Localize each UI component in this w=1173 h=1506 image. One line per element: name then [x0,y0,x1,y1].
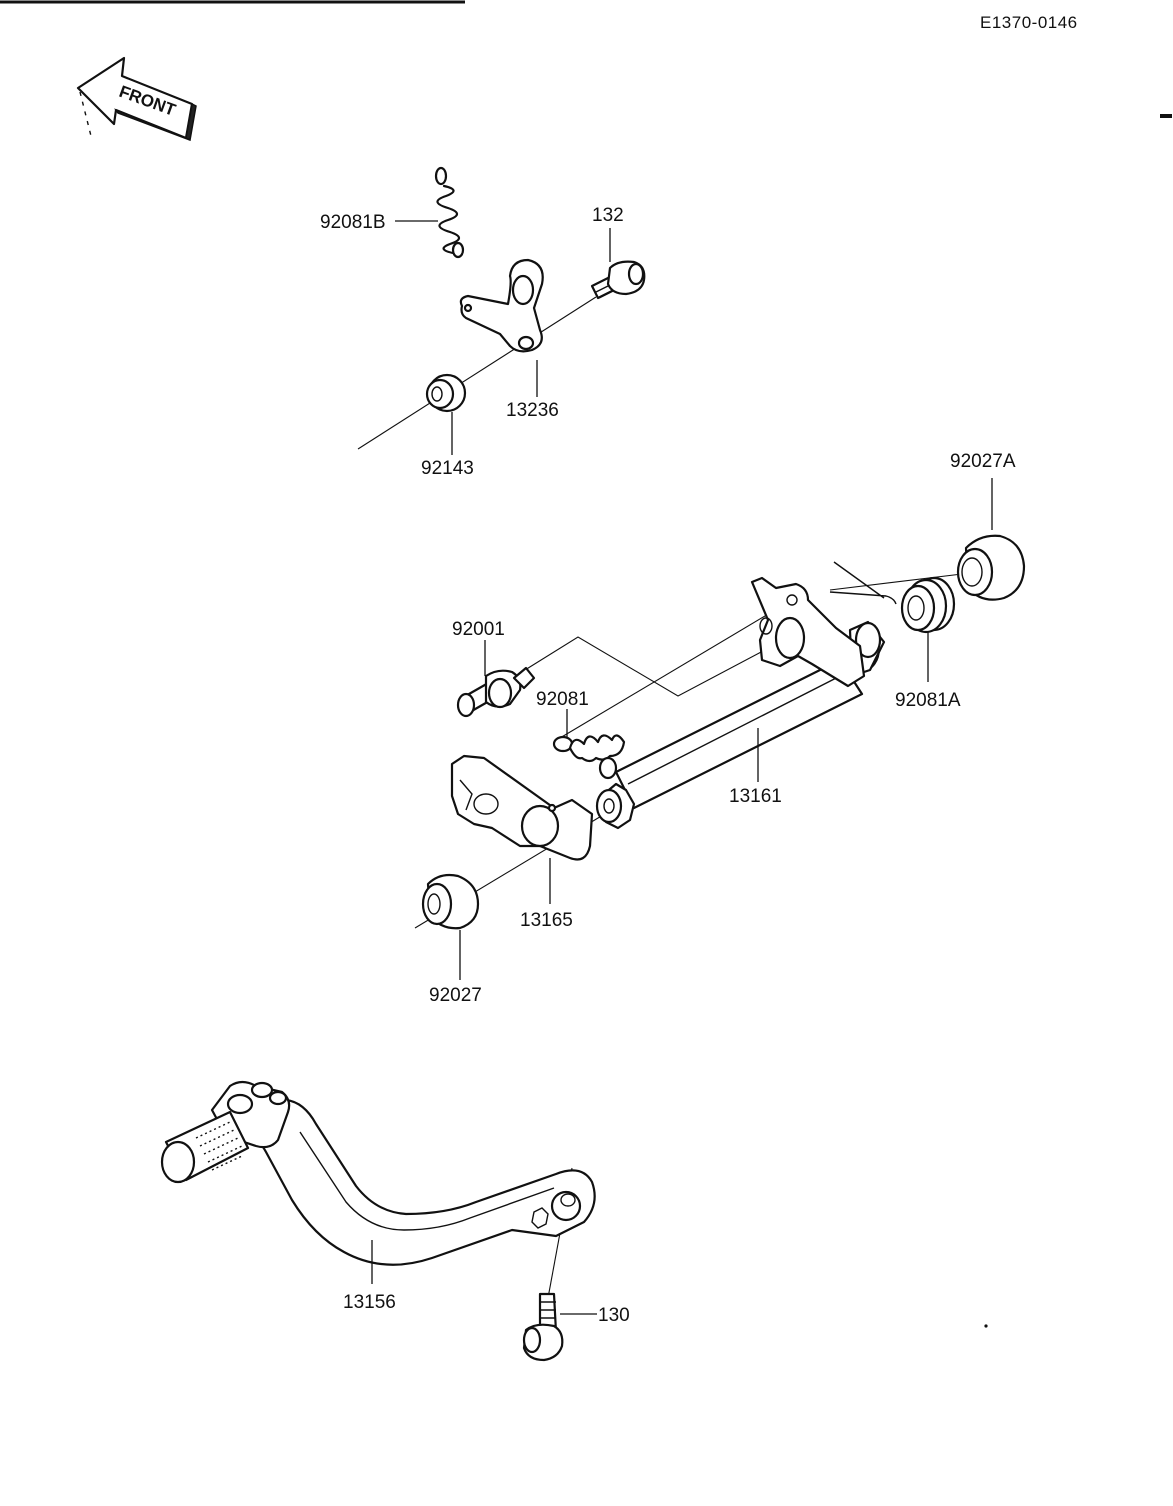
callout-92027: 92027 [429,985,482,1006]
mid-axis-spring [559,612,771,739]
collar-92027 [421,873,480,930]
callout-13156: 13156 [343,1292,396,1313]
callout-92081: 92081 [536,689,589,710]
callout-132: 132 [592,205,624,226]
arm-13165 [450,754,594,861]
spring-92081a [829,561,956,634]
shaft-13161 [595,576,886,830]
callout-13161: 13161 [729,786,782,807]
bolt-132 [590,260,646,300]
collar-92143 [425,373,467,413]
callout-13165: 13165 [520,910,573,931]
mid-axis-pin [524,636,766,697]
callout-92081b: 92081B [320,212,386,233]
pin-92001 [456,666,536,718]
lever-13236 [459,258,544,353]
upper-axis-line [357,296,597,450]
stray-dot [984,1324,988,1328]
diagram-code: E1370-0146 [980,13,1078,32]
edge-mark [1160,114,1172,118]
callout-92143: 92143 [421,458,474,479]
callout-92081a: 92081A [895,690,961,711]
collar-92027a [956,534,1026,601]
front-arrow-icon: FRONT [76,56,197,142]
spring-92081b [434,166,465,259]
callout-13236: 13236 [506,400,559,421]
callout-92027a: 92027A [950,451,1016,472]
callout-130: 130 [598,1305,630,1326]
callout-92001: 92001 [452,619,505,640]
mid-axis-right [829,573,963,591]
spring-92081 [552,734,626,780]
shift-pedal-13156 [160,1080,596,1266]
bolt-130 [522,1292,564,1362]
